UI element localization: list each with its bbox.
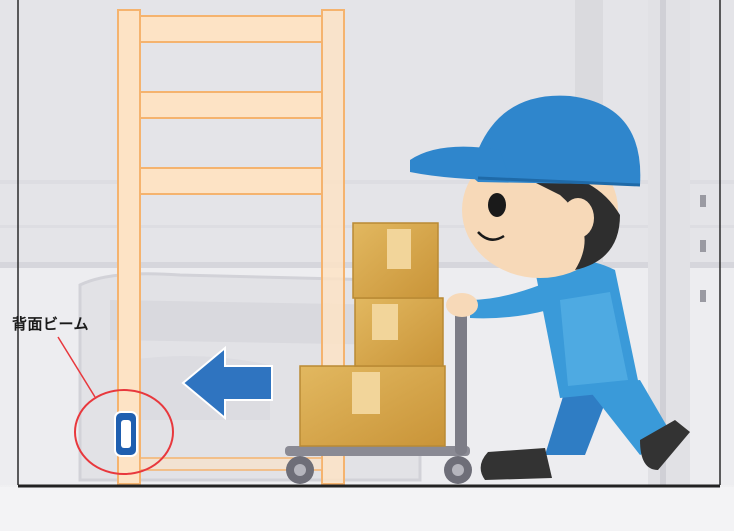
back-beam-label: 背面ビーム [12, 313, 89, 334]
back-beam-marker [115, 412, 137, 456]
cardboard-box [353, 223, 438, 298]
cardboard-box [300, 366, 445, 446]
cardboard-box [355, 298, 443, 366]
